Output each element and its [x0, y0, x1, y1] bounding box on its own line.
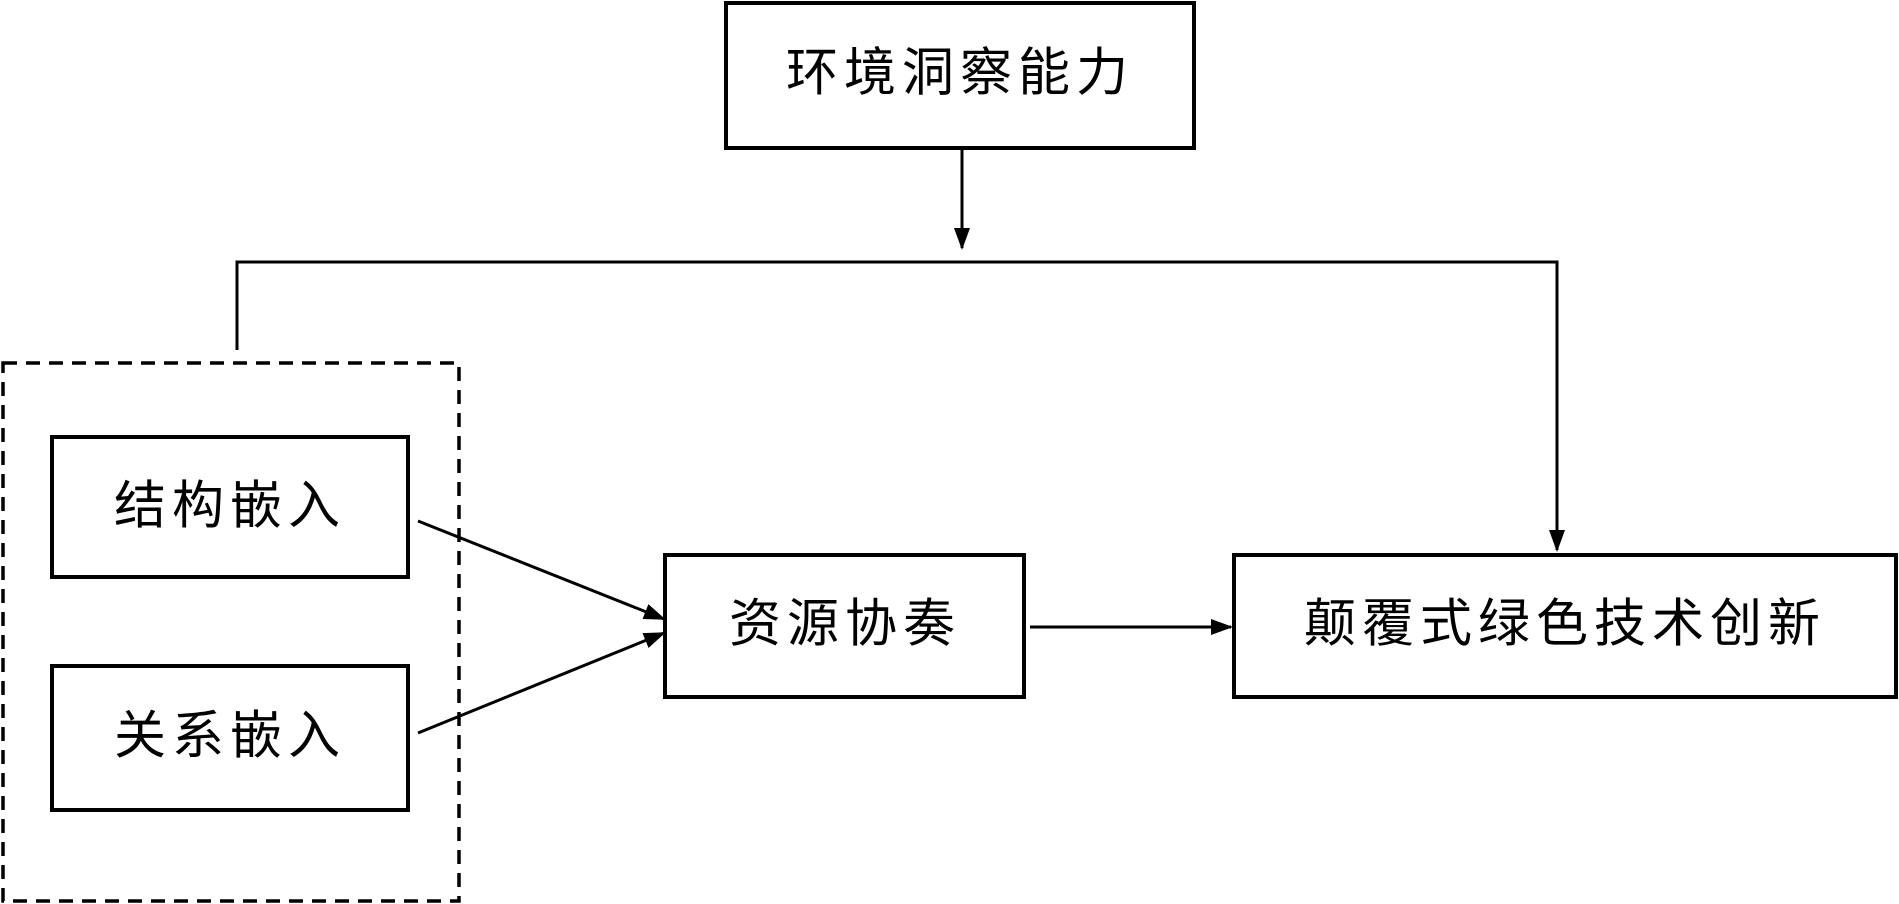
- node-disruptive-green-innovation-box: [1232, 553, 1898, 699]
- node-structural-embedding: 结构嵌入: [50, 435, 410, 579]
- node-relational-embedding-label: 关系嵌入: [114, 707, 346, 767]
- node-disruptive-green-innovation: 颠覆式绿色技术创新: [1232, 553, 1898, 699]
- edge-group-to-innovation: [235, 260, 1565, 552]
- embedding-group-box: [1, 361, 461, 903]
- node-structural-embedding-box: [50, 435, 410, 579]
- node-disruptive-green-innovation-label: 颠覆式绿色技术创新: [1304, 595, 1826, 655]
- node-resource-orchestration: 资源协奏: [663, 553, 1026, 699]
- node-structural-embedding-label: 结构嵌入: [114, 477, 346, 537]
- node-environment-insight-box: [724, 1, 1196, 150]
- node-relational-embedding-box: [50, 664, 410, 812]
- node-relational-embedding: 关系嵌入: [50, 664, 410, 812]
- node-resource-orchestration-label: 资源协奏: [729, 595, 961, 655]
- node-environment-insight-label: 环境洞察能力: [786, 44, 1134, 104]
- node-resource-orchestration-box: [663, 553, 1026, 699]
- edge-relational-to-orchestration: [417, 631, 666, 735]
- node-environment-insight: 环境洞察能力: [724, 1, 1196, 150]
- edge-structural-to-orchestration: [417, 519, 666, 621]
